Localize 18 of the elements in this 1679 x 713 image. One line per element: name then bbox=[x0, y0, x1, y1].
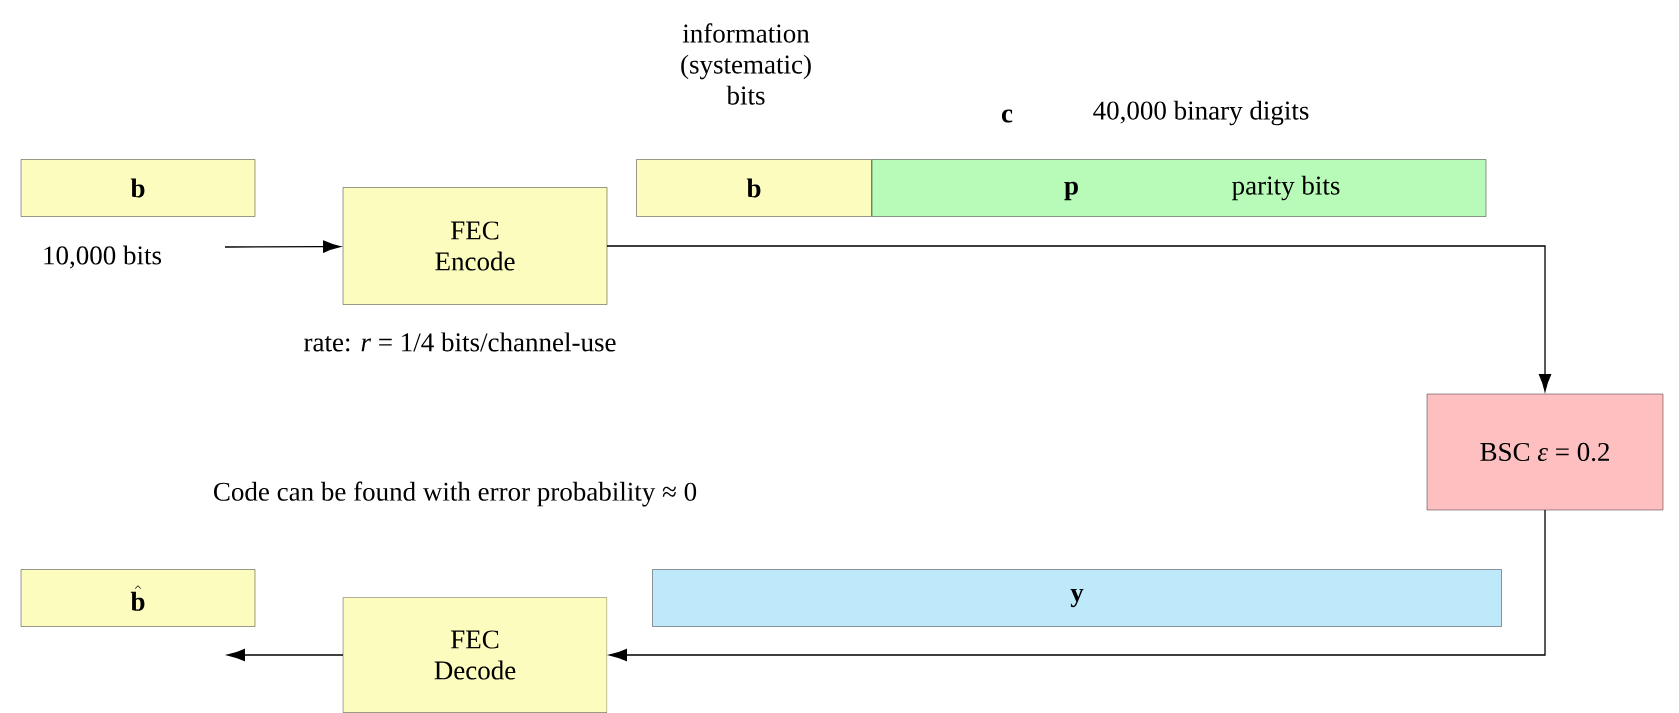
channel-box: BSC ε = 0.2 bbox=[1426, 393, 1664, 511]
arrow bbox=[606, 245, 1552, 392]
label: c bbox=[1001, 109, 1013, 123]
received-box: y bbox=[652, 569, 1502, 627]
node-caption: rate: r = 1/4 bits/channel-use bbox=[304, 332, 616, 352]
encoder-box: FEC Encode bbox=[342, 187, 608, 305]
bits-box: $\hat{\mathbf{b}}$ bbox=[20, 569, 256, 627]
node-caption: information (systematic) bits bbox=[681, 23, 811, 105]
arrow bbox=[224, 240, 341, 253]
arrow bbox=[227, 648, 344, 662]
label: Code can be found with error probability ≈ 0 bbox=[214, 481, 697, 507]
bits-box: b bbox=[636, 159, 872, 217]
decoder-box: FEC Decode bbox=[342, 597, 608, 713]
label: 40,000 binary digits bbox=[1093, 100, 1309, 126]
bits-box: b bbox=[20, 159, 256, 217]
arrow bbox=[609, 509, 1546, 662]
parity-box: p parity bits bbox=[871, 159, 1487, 217]
node-caption: 10,000 bits bbox=[44, 245, 162, 269]
